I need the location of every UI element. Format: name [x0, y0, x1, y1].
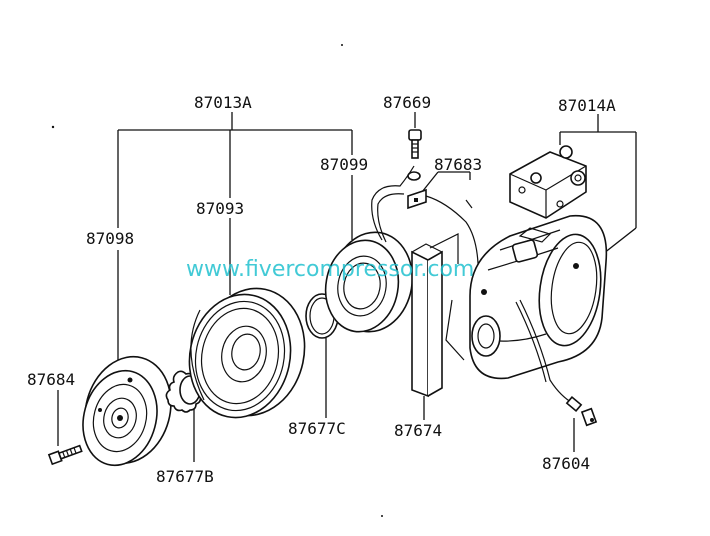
bolt-87684: [47, 444, 83, 466]
label-87013A: 87013A: [194, 93, 252, 112]
part-labels: 87013A 87669 87014A 87099 87683 87093 87…: [27, 93, 616, 486]
sensor-87604: [515, 299, 598, 427]
label-87099: 87099: [320, 155, 368, 174]
label-87674: 87674: [394, 421, 442, 440]
bracket-strip-87674: [411, 233, 459, 398]
field-coil-87099: [324, 165, 415, 333]
label-87677B: 87677B: [156, 467, 214, 486]
clutch-hub-87098: [82, 355, 172, 467]
label-87014A: 87014A: [558, 96, 616, 115]
valve-head-87014A: [509, 145, 587, 219]
bolt-87669: [407, 129, 422, 181]
bracket-87683: [407, 188, 479, 283]
label-87669: 87669: [383, 93, 431, 112]
label-87684: 87684: [27, 370, 75, 389]
label-87098: 87098: [86, 229, 134, 248]
pulley-87093: [188, 287, 306, 419]
label-87604: 87604: [542, 454, 590, 473]
label-87677C: 87677C: [288, 419, 346, 438]
label-87683: 87683: [434, 155, 482, 174]
compressor-body: [445, 214, 608, 380]
watermark-text: www.fivercompressor.com: [186, 257, 474, 282]
label-87093: 87093: [196, 199, 244, 218]
